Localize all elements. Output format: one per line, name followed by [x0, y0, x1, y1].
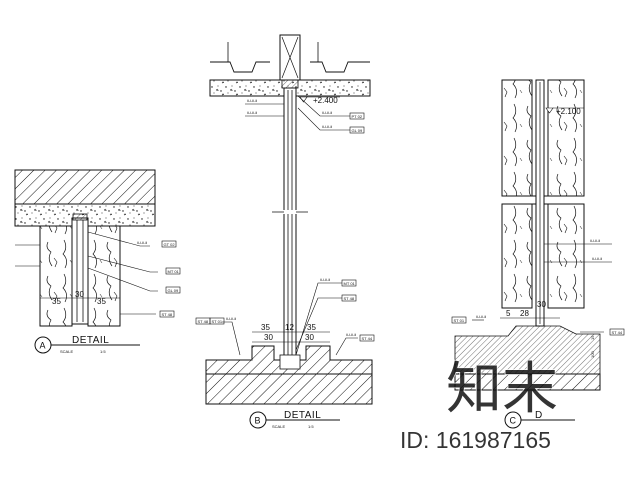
svg-text:ST 48: ST 48 — [162, 312, 173, 317]
detail-a-title: DETAIL — [72, 335, 109, 346]
detail-c-floor-slab — [454, 373, 601, 391]
detail-b-leader — [295, 282, 342, 356]
watermark: 知末 ID: 161987165 — [400, 356, 559, 453]
detail-b-deck — [210, 61, 270, 73]
detail-a-glass-frame — [71, 217, 89, 325]
detail-a-circle-letter: A — [40, 341, 46, 351]
detail-b: +2.400 ii-i-ii-ii ii-i-ii-ii ii-i-ii-ii … — [195, 34, 375, 429]
detail-b-dim: 30 — [305, 333, 314, 342]
detail-c-tag: ST 44 — [609, 328, 625, 336]
svg-text:GL 09: GL 09 — [168, 288, 180, 293]
detail-b-glass-frame — [283, 87, 297, 361]
detail-c-callout-text: ii-i-ii-ii — [476, 314, 486, 319]
detail-a-wall-left — [39, 225, 73, 327]
detail-c-wall-lower-right — [547, 203, 585, 309]
detail-a-tag: GL 09 — [165, 286, 181, 294]
svg-text:GT 02: GT 02 — [164, 242, 176, 247]
detail-b-tag: PT 02 — [349, 112, 365, 120]
detail-b-scale-value: 1:5 — [308, 424, 314, 429]
detail-b-leader — [297, 95, 350, 117]
detail-a-dim: 35 — [52, 297, 61, 306]
detail-b-tag: ST 01 — [209, 317, 225, 325]
detail-b-dim: 30 — [264, 333, 273, 342]
detail-a-tag: ST 48 — [159, 310, 175, 318]
detail-b-leader — [297, 107, 350, 131]
svg-text:ST 44: ST 44 — [362, 336, 373, 341]
svg-text:ST 01: ST 01 — [454, 318, 465, 323]
detail-a-tag: MT 01 — [165, 267, 181, 275]
detail-b-tag: ST 44 — [359, 334, 375, 342]
detail-b-leader — [222, 321, 241, 356]
detail-a-tag: GT 02 — [161, 240, 177, 248]
svg-text:MT 01: MT 01 — [344, 281, 356, 286]
detail-b-callout-text: ii-i-ii-ii — [247, 110, 257, 115]
detail-b-dim: 12 — [285, 323, 294, 332]
detail-a-wall-right — [87, 225, 121, 327]
detail-c-dim: 5 — [506, 309, 511, 318]
svg-text:ST 01: ST 01 — [212, 319, 223, 324]
detail-b-dim: 35 — [307, 323, 316, 332]
detail-b-callout-text: ii-i-ii-ii — [346, 332, 356, 337]
detail-b-level: +2.400 — [313, 96, 338, 105]
detail-a-leader — [87, 231, 150, 247]
detail-b-callout-text: ii-i-ii-ii — [247, 98, 257, 103]
watermark-id: ID: 161987165 — [400, 427, 551, 453]
detail-c-dim: 28 — [520, 309, 529, 318]
detail-a-callout-text: ii-i-ii-ii — [137, 240, 147, 245]
detail-a-dim: 30 — [75, 290, 84, 299]
detail-a-leader — [87, 267, 158, 292]
detail-b-circle-letter: B — [255, 416, 261, 426]
detail-b-leader — [335, 337, 358, 356]
detail-a-leader — [87, 255, 158, 273]
svg-text:ST 48: ST 48 — [198, 319, 209, 324]
detail-c-side-dim: 15 — [590, 335, 595, 340]
detail-b-dim: 35 — [261, 323, 270, 332]
detail-a-scale: SCALE — [60, 349, 73, 354]
detail-b-callout-text: ii-i-ii-ii — [322, 110, 332, 115]
watermark-logo: 知末 — [446, 357, 558, 420]
svg-text:ST 44: ST 44 — [612, 330, 623, 335]
detail-b-head-cross — [281, 36, 299, 79]
detail-a-scale-value: 1:5 — [100, 349, 106, 354]
detail-a-dim: 35 — [97, 297, 106, 306]
detail-c-side-dim: 100 — [590, 351, 595, 358]
detail-c-title: D — [535, 410, 543, 421]
detail-b-seal — [281, 79, 299, 89]
detail-c-wall-upper-left — [501, 79, 533, 197]
svg-text:ST 48: ST 48 — [344, 296, 355, 301]
detail-b-callout-text: ii-i-ii-ii — [320, 277, 330, 282]
detail-c: +2.100 ii-i-ii-ii ii-i-ii-ii 5 28 30 15 … — [451, 79, 625, 429]
detail-c-tag: ST 01 — [451, 316, 467, 324]
detail-c-callout-text: ii-i-ii-ii — [590, 238, 600, 243]
detail-b-callout-text: ii-i-ii-ii — [322, 124, 332, 129]
detail-b-tag: ST 48 — [195, 317, 211, 325]
detail-c-level-marker — [545, 107, 554, 114]
detail-c-wall-lower-left — [501, 203, 533, 309]
detail-c-circle-letter: C — [510, 416, 517, 426]
detail-b-base-channel — [279, 354, 301, 370]
detail-a-seal — [72, 213, 88, 221]
detail-c-callout-text: ii-i-ii-ii — [592, 256, 602, 261]
detail-b-tag: ST 48 — [341, 294, 357, 302]
detail-b-title: DETAIL — [284, 410, 321, 421]
detail-a-slab-hatch — [14, 169, 156, 205]
detail-c-dim: 30 — [537, 300, 546, 309]
detail-c-wall-upper-right — [547, 79, 585, 197]
detail-b-leader — [295, 297, 342, 351]
svg-text:MT 01: MT 01 — [168, 269, 180, 274]
detail-a: 35 30 35 ii-i-ii-ii GT 02 MT 01 GL 09 ST… — [14, 169, 181, 354]
detail-b-tag: GL 09 — [349, 126, 365, 134]
detail-c-level: +2.100 — [556, 107, 581, 116]
detail-b-callout-text: ii-i-ii-ii — [226, 316, 236, 321]
svg-text:GL 09: GL 09 — [352, 128, 364, 133]
detail-b-tag: MT 01 — [341, 279, 357, 287]
svg-text:PT 02: PT 02 — [352, 114, 363, 119]
detail-b-scale: SCALE — [272, 424, 285, 429]
detail-b-floor-slab — [205, 373, 373, 405]
detail-b-deck — [310, 61, 370, 73]
